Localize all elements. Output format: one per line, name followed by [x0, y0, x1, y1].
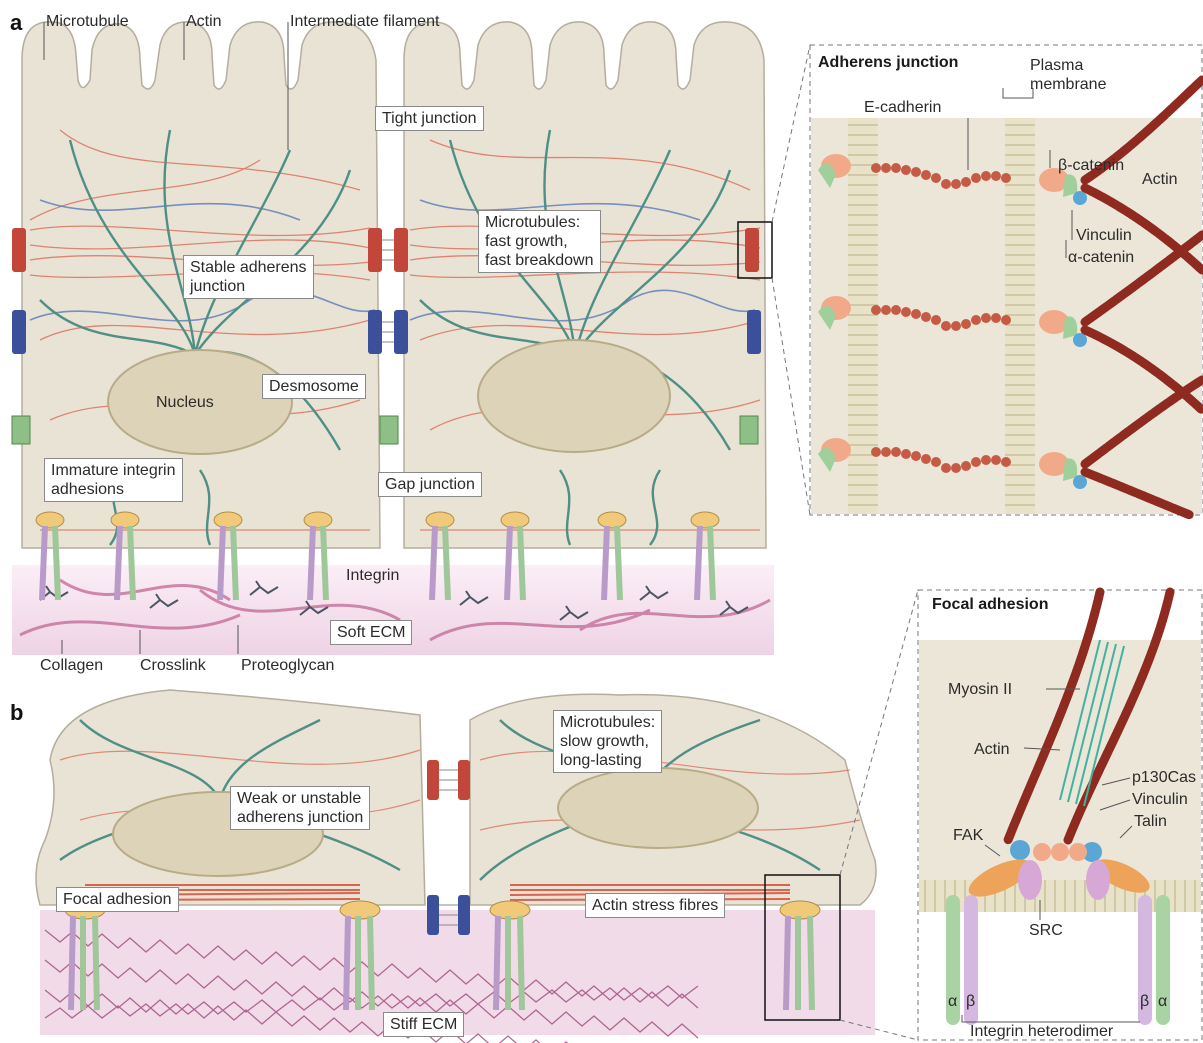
nucleus-right [478, 340, 670, 452]
tight-junction [383, 130, 392, 235]
label-e-cadherin: E-cadherin [864, 98, 941, 117]
label-beta-catenin: β-catenin [1058, 156, 1124, 175]
label-proteoglycan: Proteoglycan [241, 656, 334, 675]
label-microtubules-slow: Microtubules: slow growth, long-lasting [553, 710, 662, 773]
label-weak-adherens-junction: Weak or unstable adherens junction [230, 786, 370, 830]
label-nucleus: Nucleus [156, 393, 214, 412]
label-p130cas: p130Cas [1132, 768, 1196, 787]
label-integrin: Integrin [346, 566, 399, 585]
label-collagen: Collagen [40, 656, 103, 675]
label-crosslink: Crosslink [140, 656, 206, 675]
label-microtubules-fast: Microtubules: fast growth, fast breakdow… [478, 210, 601, 273]
label-plasma-membrane: Plasma membrane [1030, 56, 1106, 94]
panel-a-letter: a [10, 10, 22, 36]
label-stiff-ecm: Stiff ECM [383, 1012, 464, 1037]
label-vinculin-inset: Vinculin [1076, 226, 1132, 245]
label-alpha-catenin: α-catenin [1068, 248, 1134, 267]
label-desmosome: Desmosome [262, 374, 366, 399]
label-intermediate-filament: Intermediate filament [290, 12, 439, 31]
label-alpha-1: α [948, 992, 957, 1011]
label-src: SRC [1029, 921, 1063, 940]
label-alpha-2: α [1158, 992, 1167, 1011]
label-beta-2: β [1140, 992, 1149, 1011]
label-focal-adhesion-b: Focal adhesion [56, 887, 179, 912]
label-vinculin-focal: Vinculin [1132, 790, 1188, 809]
panel-b-letter: b [10, 700, 23, 726]
label-talin: Talin [1134, 812, 1167, 831]
label-stable-adherens-junction: Stable adherens junction [183, 255, 314, 299]
label-soft-ecm: Soft ECM [330, 620, 412, 645]
label-beta-1: β [966, 992, 975, 1011]
label-myosin-ii: Myosin II [948, 680, 1012, 699]
label-actin: Actin [186, 12, 222, 31]
junctions-b [427, 760, 470, 935]
label-actin-stress-fibres: Actin stress fibres [585, 893, 725, 918]
label-integrin-heterodimer: Integrin heterodimer [970, 1022, 1113, 1041]
label-microtubule: Microtubule [46, 12, 129, 31]
label-actin-focal: Actin [974, 740, 1010, 759]
label-fak: FAK [953, 826, 983, 845]
focal-inset-title: Focal adhesion [932, 596, 1048, 614]
label-gap-junction: Gap junction [378, 472, 482, 497]
label-actin-inset: Actin [1142, 170, 1178, 189]
cell-right [404, 22, 766, 548]
adherens-inset-title: Adherens junction [818, 54, 958, 72]
label-tight-junction: Tight junction [375, 106, 484, 131]
nucleus-b-right [558, 768, 758, 848]
label-immature-integrin-adhesions: Immature integrin adhesions [44, 458, 183, 502]
